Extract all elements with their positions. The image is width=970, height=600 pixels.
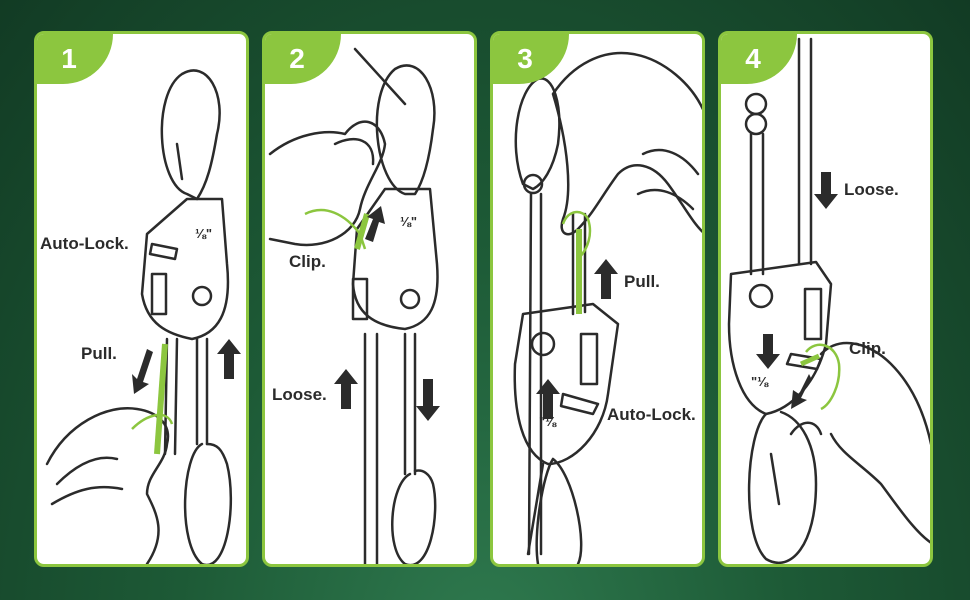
step-4-illustration — [727, 37, 930, 564]
label-clip: Clip. — [849, 339, 886, 358]
step-1-illustration — [45, 69, 241, 564]
label-clip: Clip. — [289, 252, 326, 271]
down-arrow — [756, 334, 780, 369]
step-panel-3: 3 Pull. Auto-Lock. "⅛ — [490, 31, 705, 567]
ratchet-pulley — [140, 197, 230, 341]
carabiner-top — [375, 64, 436, 196]
up-arrow-small — [365, 206, 385, 242]
carabiner-bottom — [535, 457, 583, 564]
label-pull: Pull. — [81, 344, 117, 363]
hand — [551, 51, 702, 236]
loose-down-arrow — [814, 172, 838, 209]
carabiner-bottom — [183, 442, 233, 564]
step-panel-2: 2 Clip. Loose. ⅛" — [262, 31, 477, 567]
hand — [45, 407, 170, 564]
step-2-illustration — [268, 47, 440, 564]
ratchet-pulley — [351, 187, 439, 331]
hand — [819, 341, 930, 544]
carabiner-top — [160, 69, 221, 201]
step-3-illustration — [513, 51, 702, 564]
label-auto-lock: Auto-Lock. — [607, 405, 696, 424]
size-mark: "⅛ — [751, 374, 769, 389]
up-arrow — [217, 339, 241, 379]
label-auto-lock: Auto-Lock. — [40, 234, 129, 253]
pull-down-arrow — [132, 349, 153, 394]
size-mark: ⅛" — [400, 214, 418, 229]
pull-up-arrow — [594, 259, 618, 299]
label-loose: Loose. — [844, 180, 899, 199]
step-panel-4: 4 Loose. Clip. "⅛ — [718, 31, 933, 567]
carabiner-bottom — [391, 469, 437, 564]
label-loose: Loose. — [272, 385, 327, 404]
step-panel-1: 1 Auto-Lock. Pull. ⅛" — [34, 31, 249, 567]
ratchet-pulley — [513, 302, 620, 466]
hand — [268, 120, 387, 247]
up-arrow — [536, 379, 560, 419]
label-pull: Pull. — [624, 272, 660, 291]
carabiner-top — [514, 77, 561, 191]
size-mark: ⅛" — [195, 226, 213, 241]
clip-arrow — [791, 374, 811, 409]
loose-up-arrow — [334, 369, 358, 409]
down-arrow — [416, 379, 440, 421]
size-mark: "⅛ — [539, 414, 557, 429]
carabiner-bottom — [747, 410, 818, 564]
